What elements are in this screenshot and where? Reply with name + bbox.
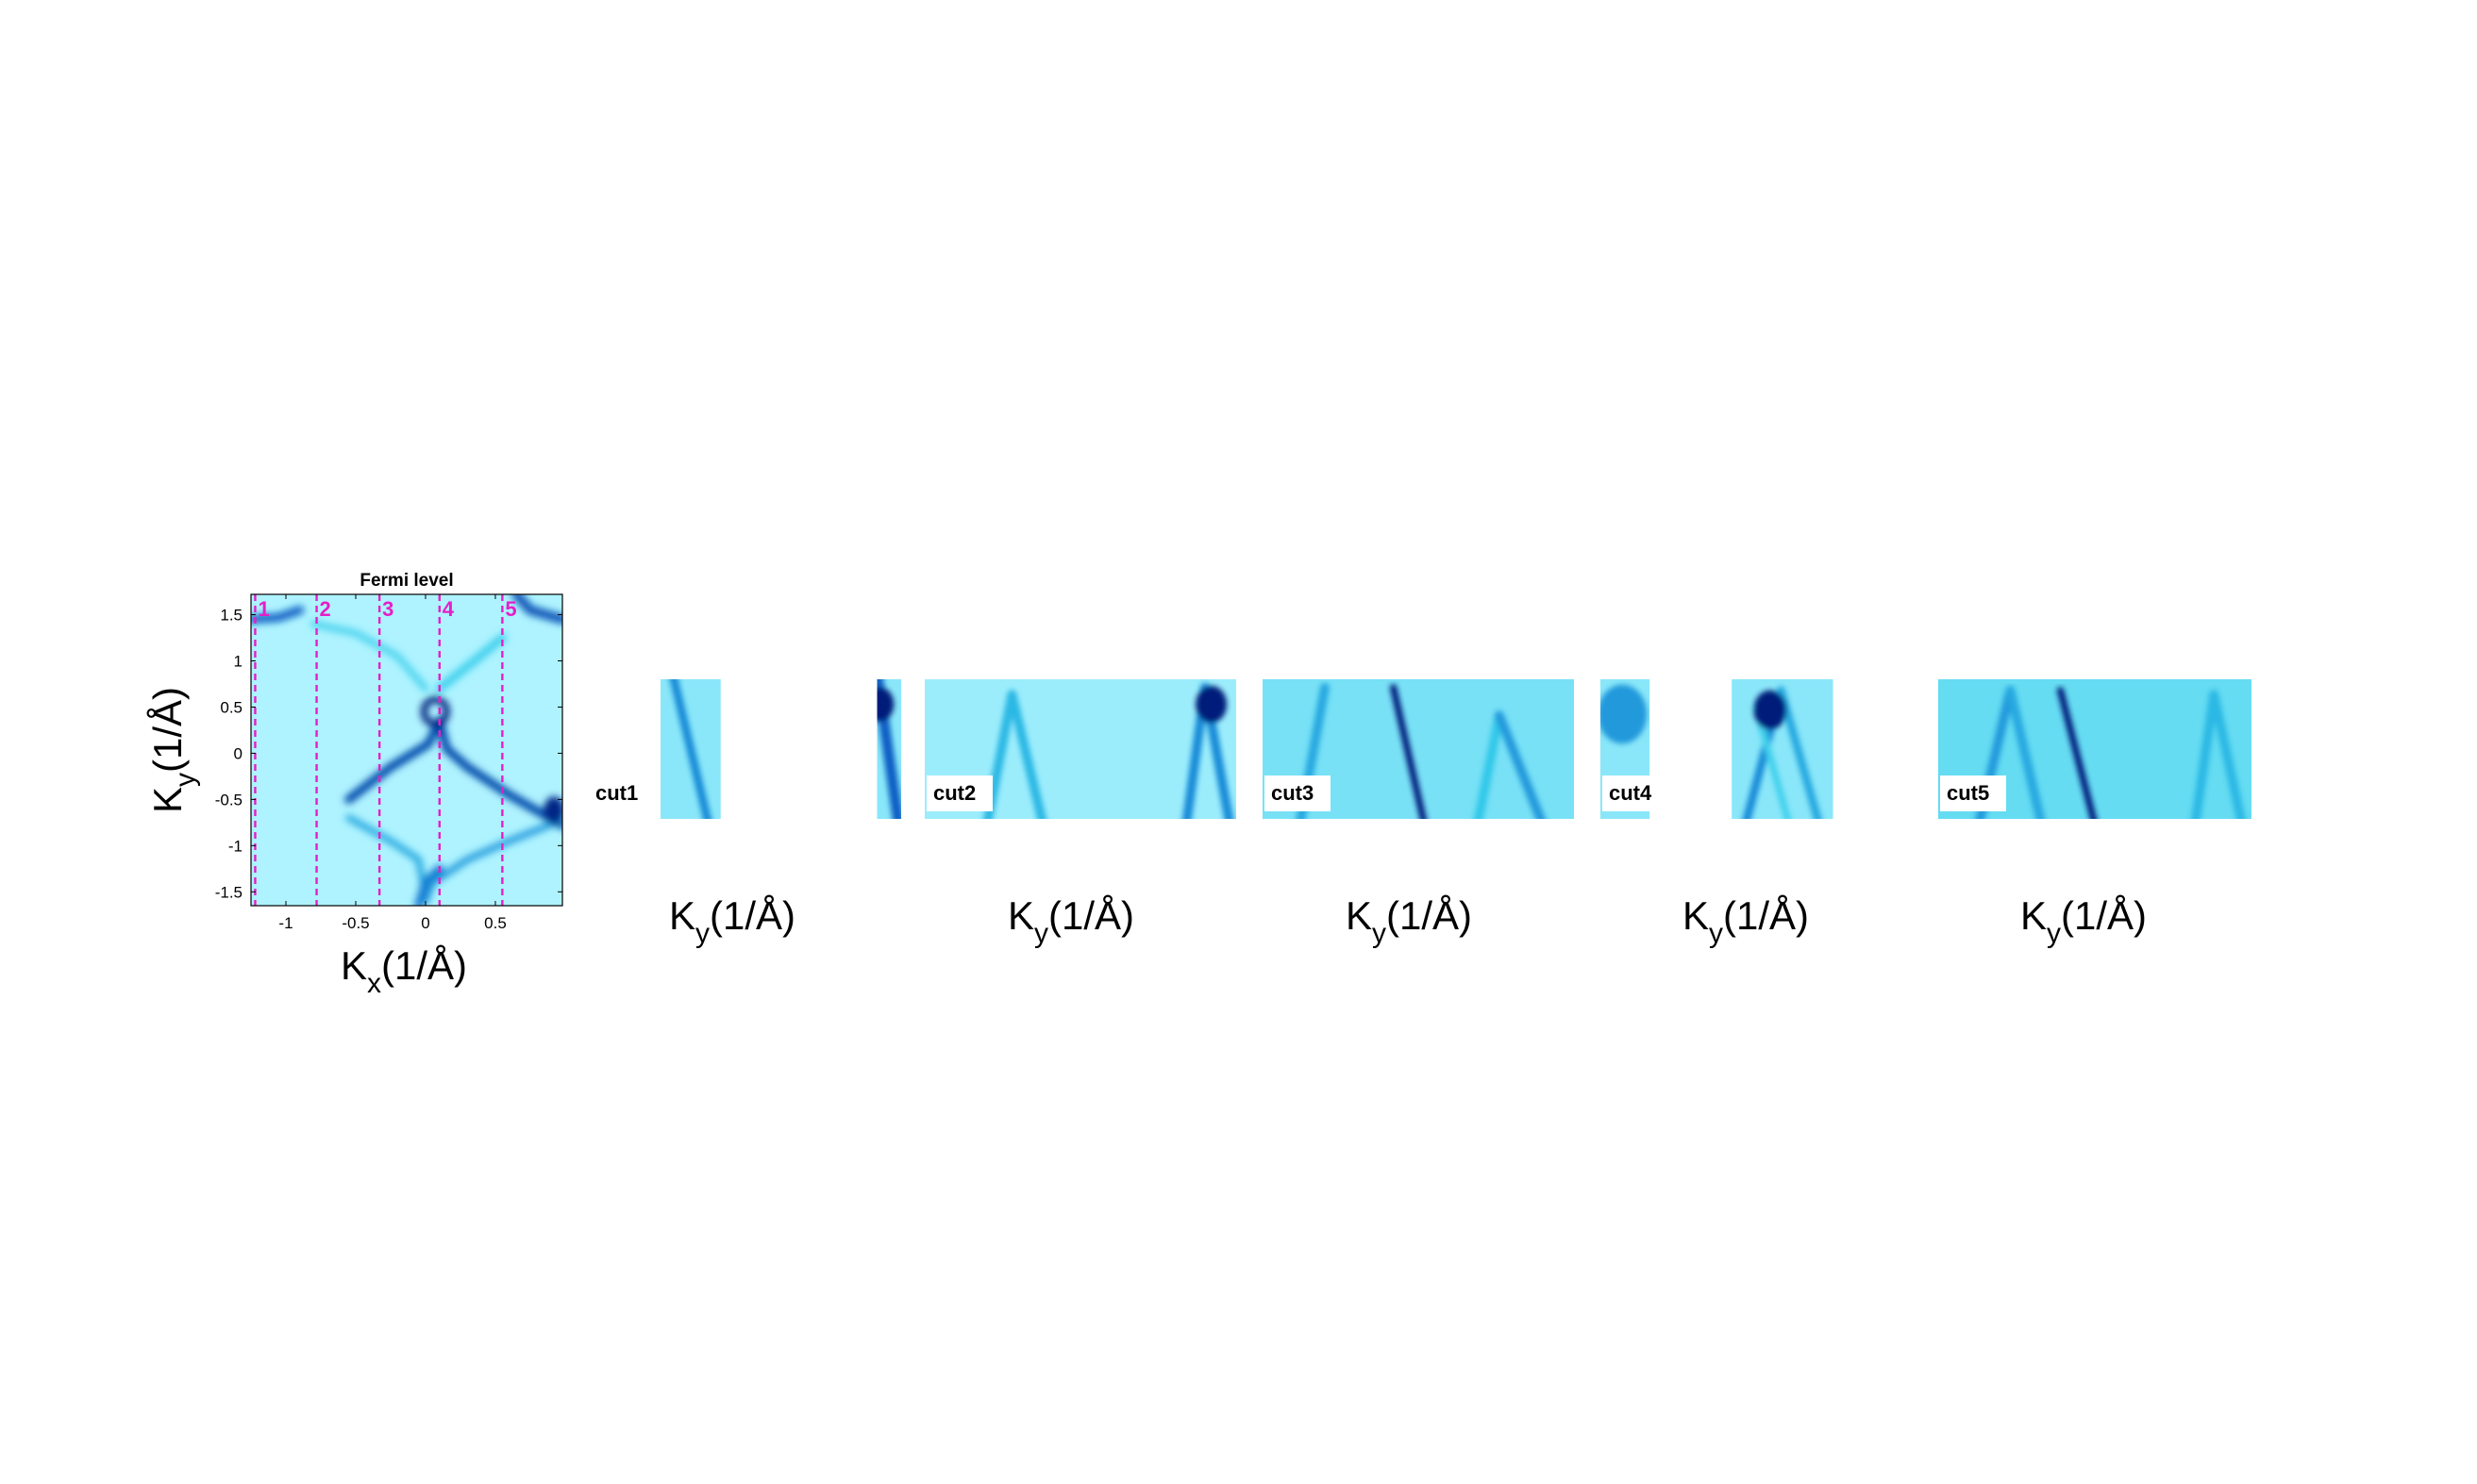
cut4-hotspot-1 xyxy=(1753,690,1787,730)
cut5-label-box xyxy=(1940,775,2006,811)
band-left-diagonal xyxy=(344,716,444,804)
cut4-x-axis-label: Ky(1/Å) xyxy=(1682,893,1809,949)
cut-number-3: 3 xyxy=(382,597,393,621)
x-ticks: -1 -0.5 0 0.5 xyxy=(278,594,507,932)
cut1-band-1 xyxy=(669,679,712,819)
cut4-blank-2 xyxy=(1833,679,1874,819)
band-upper-right xyxy=(422,816,562,905)
cut5-band-5 xyxy=(2209,690,2246,819)
cut5-band-1 xyxy=(2056,687,2098,819)
cut4-band-2 xyxy=(1777,686,1822,819)
cut5-band-4 xyxy=(2191,690,2219,819)
cut-panels: cut1 Ky(1/Å) cut2 Ky(1/Å) cut3 Ky(1/Å) c… xyxy=(595,679,2251,949)
band-top-center xyxy=(414,864,444,906)
cut5-bands xyxy=(1975,685,2246,819)
cut4-bands xyxy=(1600,684,1822,819)
cut4-label: cut4 xyxy=(1609,781,1652,805)
cut1-x-axis-label: Ky(1/Å) xyxy=(669,893,795,949)
cut-lines xyxy=(254,594,504,906)
right-edge-hotspot xyxy=(544,796,562,825)
y-tick-label: 0 xyxy=(234,744,243,762)
band-lower-left xyxy=(310,620,429,692)
y-tick-label: 1.5 xyxy=(220,607,243,625)
cut3-label: cut3 xyxy=(1271,781,1314,805)
cut2-band-2 xyxy=(1007,690,1047,819)
cut5-panel: cut5 Ky(1/Å) xyxy=(1938,679,2251,949)
band-lower-right xyxy=(435,633,507,693)
cut1-label: cut1 xyxy=(595,781,638,805)
y-tick-label: 0.5 xyxy=(220,698,243,716)
cut1-image xyxy=(661,679,901,819)
center-pocket xyxy=(420,695,450,727)
cut2-x-axis-label: Ky(1/Å) xyxy=(1008,893,1134,949)
cut5-label: cut5 xyxy=(1947,781,1989,805)
fermi-map-frame xyxy=(250,593,563,907)
cut3-panel: cut3 Ky(1/Å) xyxy=(1263,679,1574,949)
cut-numbers: 1 2 3 4 5 xyxy=(258,597,516,621)
band-bottom-right xyxy=(511,594,562,625)
x-tick-label: 0 xyxy=(421,914,429,932)
cut3-intensity xyxy=(1263,679,1574,819)
cut2-hotspot-1 xyxy=(1196,685,1228,724)
fermi-map-title: Fermi level xyxy=(360,571,453,591)
x-tick-label: -1 xyxy=(278,914,293,932)
cut1-bands xyxy=(669,679,901,819)
cut3-band-4 xyxy=(1494,710,1546,819)
cut-number-2: 2 xyxy=(320,597,331,621)
band-bottom-left xyxy=(251,606,305,624)
y-ticks: -1.5 -1 -0.5 0 0.5 1 1.5 xyxy=(215,607,562,901)
cut-number-1: 1 xyxy=(258,597,269,621)
band-upper-left xyxy=(345,814,429,900)
cut2-label: cut2 xyxy=(933,781,976,805)
fermi-map-background xyxy=(251,594,562,906)
cut3-x-axis-label: Ky(1/Å) xyxy=(1346,893,1472,949)
y-tick-label: -1 xyxy=(228,837,243,855)
fermi-map-features xyxy=(251,594,562,906)
cut2-panel: cut2 Ky(1/Å) xyxy=(925,679,1236,949)
cut4-band-3 xyxy=(1752,705,1792,819)
y-tick-label: -0.5 xyxy=(215,791,243,809)
x-tick-label: 0.5 xyxy=(484,914,507,932)
cut3-image xyxy=(1263,679,1574,819)
cut3-label-box xyxy=(1264,775,1331,811)
cut1-panel: cut1 Ky(1/Å) xyxy=(595,679,901,949)
cut1-blank-1 xyxy=(720,679,878,819)
cut2-label-box xyxy=(927,775,993,811)
cut3-band-1 xyxy=(1389,684,1427,819)
cut4-label-box xyxy=(1602,775,1668,811)
y-axis-label: Ky(1/Å) xyxy=(145,687,201,813)
y-tick-label: 1 xyxy=(234,653,243,671)
cut3-band-3 xyxy=(1473,710,1504,819)
cut5-x-axis-label: Ky(1/Å) xyxy=(2020,893,2147,949)
cut4-panel: cut4 Ky(1/Å) xyxy=(1600,679,1874,949)
x-axis-label: Kx(1/Å) xyxy=(341,943,467,999)
x-tick-label: -0.5 xyxy=(342,914,369,932)
cut5-band-3 xyxy=(2005,685,2046,819)
cut-number-4: 4 xyxy=(443,597,455,621)
cut1-intensity xyxy=(661,679,901,819)
fermi-map-panel: 1 2 3 4 5 -1 -0.5 0 0.5 -1.5 -1 -0.5 0 0.5 1 1.5 Ferm… xyxy=(145,571,563,999)
y-tick-label: -1.5 xyxy=(215,883,243,901)
band-right-diagonal xyxy=(435,716,562,830)
cut-number-5: 5 xyxy=(505,597,516,621)
cut4-hotspot-2 xyxy=(1600,684,1648,744)
